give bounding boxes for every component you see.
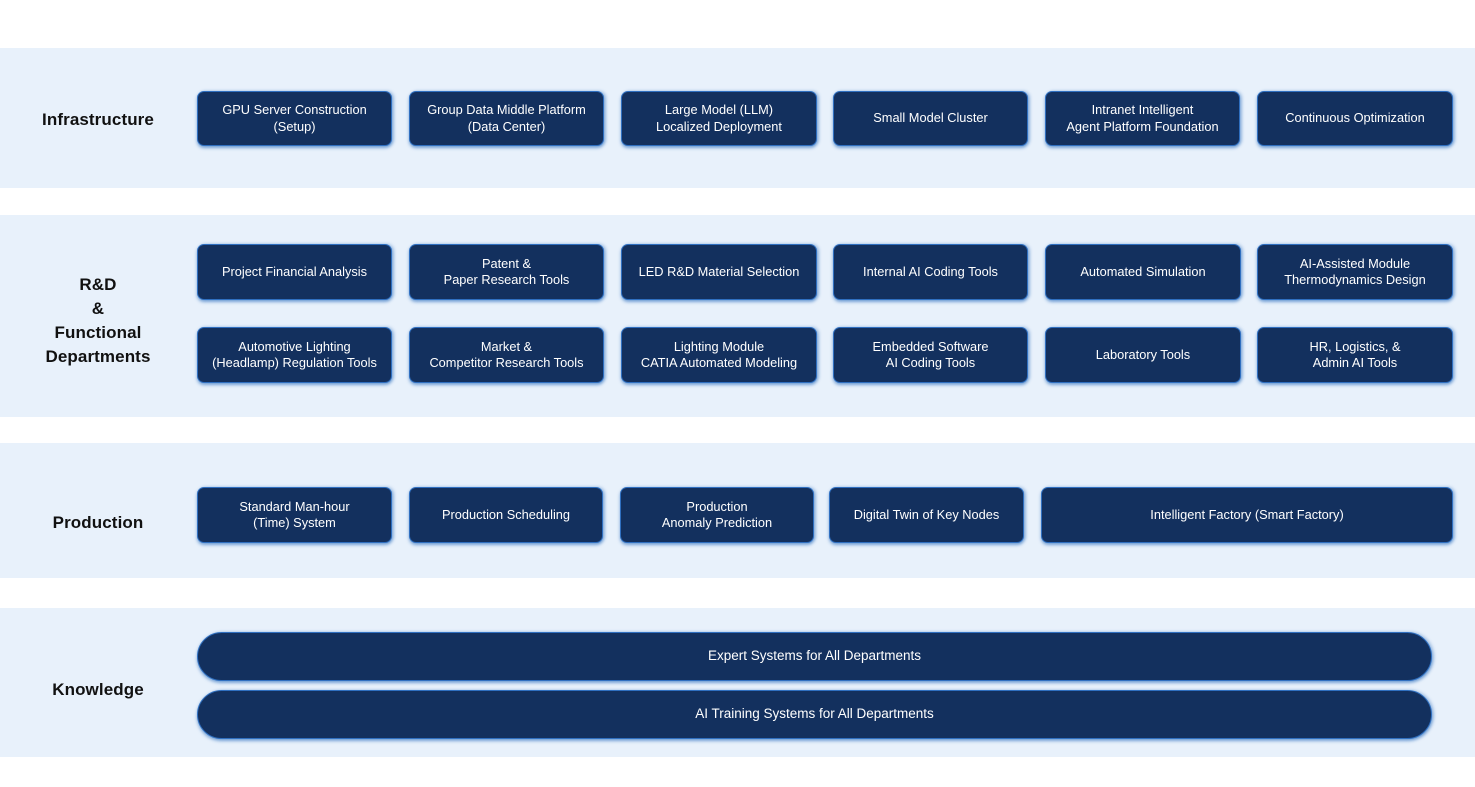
card-rd-r1-2[interactable]: Patent & Paper Research Tools (409, 244, 604, 300)
card-rd-r2-1[interactable]: Automotive Lighting (Headlamp) Regulatio… (197, 327, 392, 383)
card-production-4[interactable]: Digital Twin of Key Nodes (829, 487, 1024, 543)
card-rd-r2-4[interactable]: Embedded Software AI Coding Tools (833, 327, 1028, 383)
card-infrastructure-2[interactable]: Group Data Middle Platform (Data Center) (409, 91, 604, 146)
row-label-knowledge: Knowledge (52, 680, 144, 699)
card-rd-r1-5[interactable]: Automated Simulation (1045, 244, 1241, 300)
card-rd-r2-3[interactable]: Lighting Module CATIA Automated Modeling (621, 327, 817, 383)
card-infrastructure-1[interactable]: GPU Server Construction (Setup) (197, 91, 392, 146)
card-rd-r2-5[interactable]: Laboratory Tools (1045, 327, 1241, 383)
card-knowledge-1[interactable]: Expert Systems for All Departments (197, 632, 1432, 681)
card-infrastructure-6[interactable]: Continuous Optimization (1257, 91, 1453, 146)
card-infrastructure-5[interactable]: Intranet Intelligent Agent Platform Foun… (1045, 91, 1240, 146)
card-rd-r1-1[interactable]: Project Financial Analysis (197, 244, 392, 300)
card-rd-r1-3[interactable]: LED R&D Material Selection (621, 244, 817, 300)
card-infrastructure-4[interactable]: Small Model Cluster (833, 91, 1028, 146)
row-label-infrastructure: Infrastructure (42, 110, 154, 129)
card-rd-r1-4[interactable]: Internal AI Coding Tools (833, 244, 1028, 300)
card-rd-r2-6[interactable]: HR, Logistics, & Admin AI Tools (1257, 327, 1453, 383)
card-infrastructure-3[interactable]: Large Model (LLM) Localized Deployment (621, 91, 817, 146)
card-production-3[interactable]: Production Anomaly Prediction (620, 487, 814, 543)
card-production-1[interactable]: Standard Man-hour (Time) System (197, 487, 392, 543)
row-label-rd: R&D & Functional Departments (45, 275, 151, 366)
card-rd-r2-2[interactable]: Market & Competitor Research Tools (409, 327, 604, 383)
card-knowledge-2[interactable]: AI Training Systems for All Departments (197, 690, 1432, 739)
card-production-5[interactable]: Intelligent Factory (Smart Factory) (1041, 487, 1453, 543)
row-label-production: Production (52, 513, 144, 532)
card-production-2[interactable]: Production Scheduling (409, 487, 603, 543)
card-rd-r1-6[interactable]: AI-Assisted Module Thermodynamics Design (1257, 244, 1453, 300)
